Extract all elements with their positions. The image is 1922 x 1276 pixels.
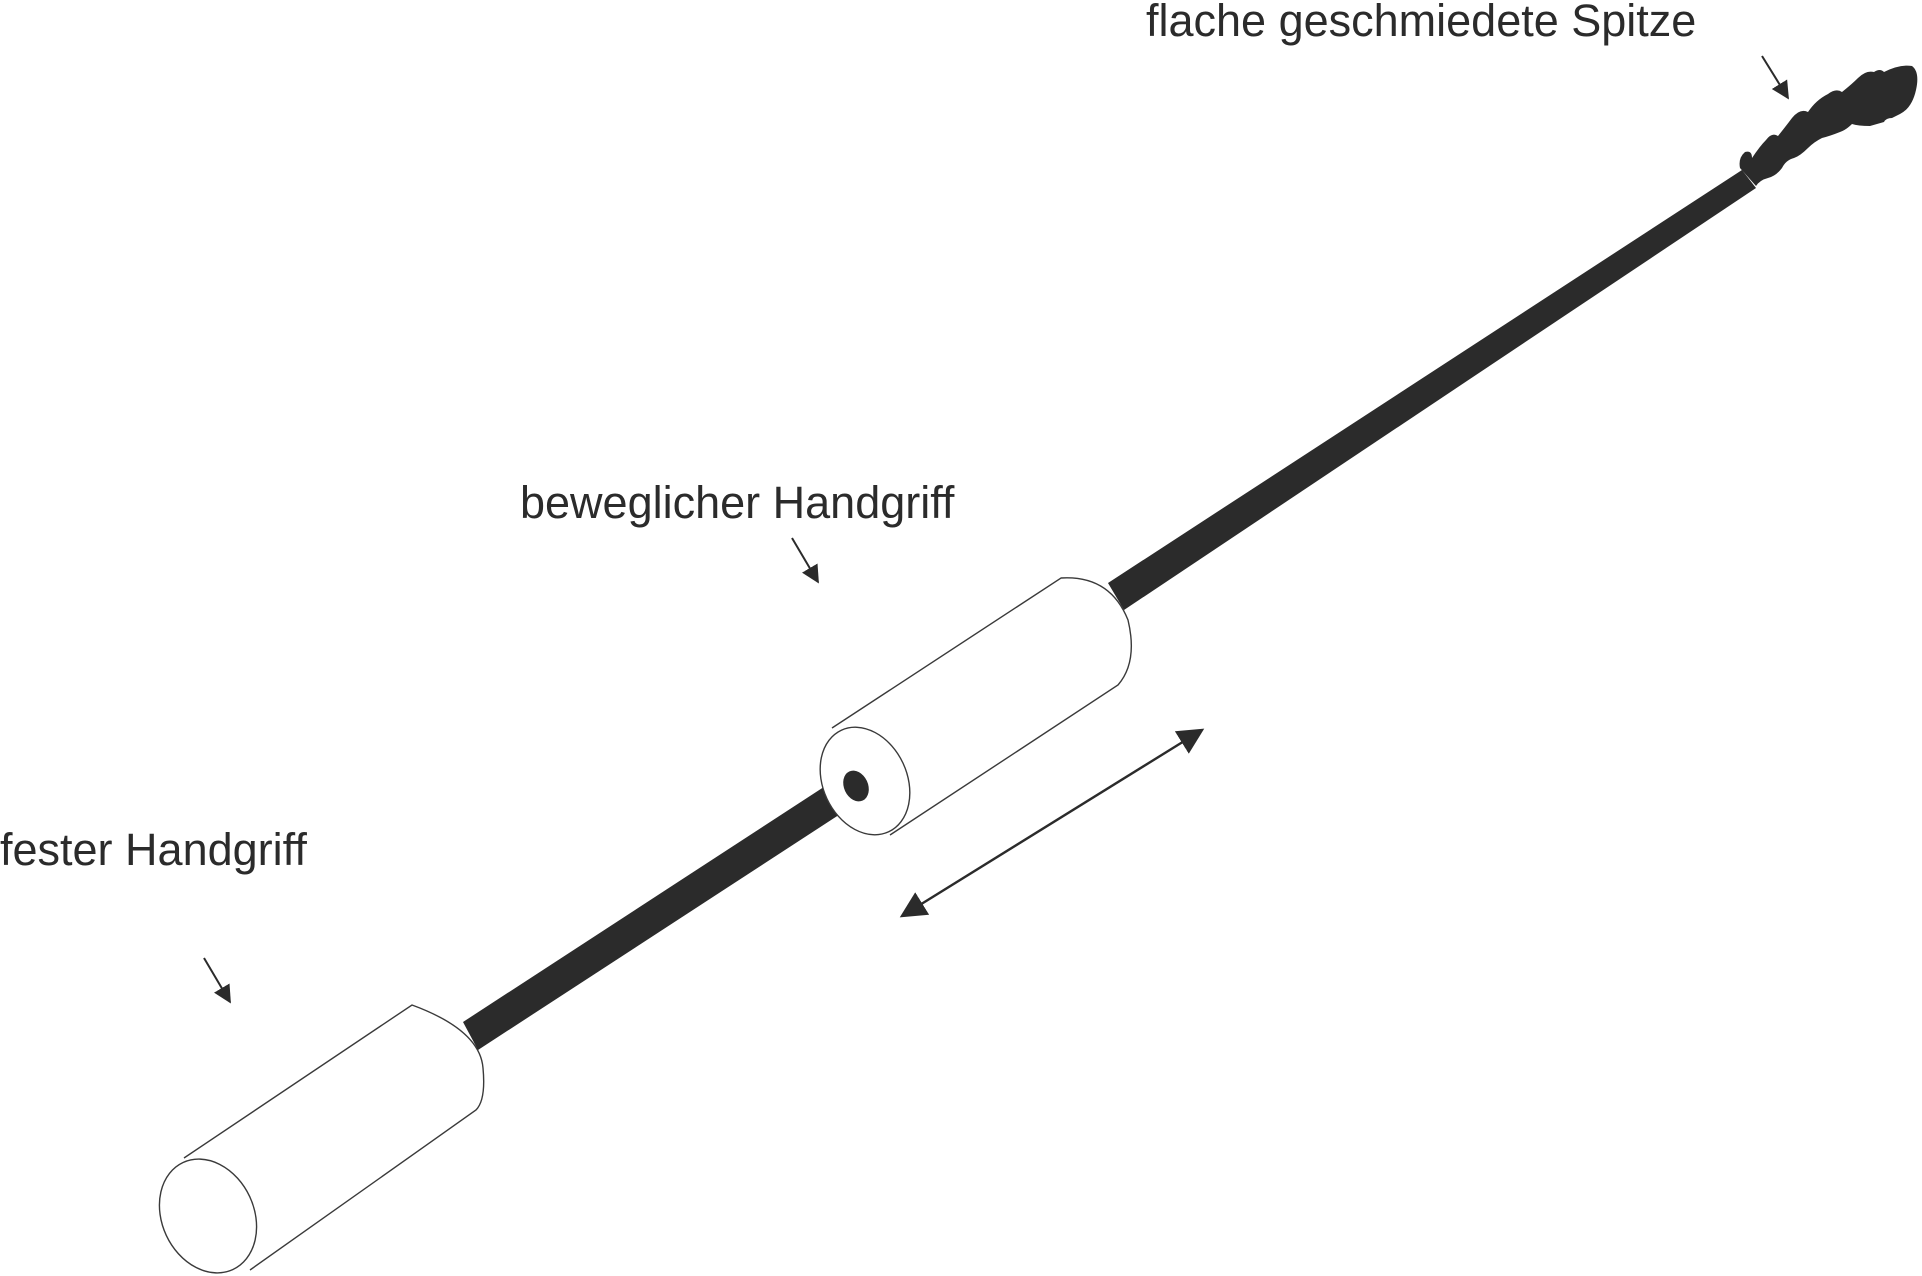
- movable-handle: [819, 577, 1133, 836]
- rod-upper: [1108, 170, 1756, 610]
- rod-lower: [463, 768, 871, 1050]
- fixed-handle-body: [183, 1004, 485, 1271]
- pointer-arrow-tip: [1761, 55, 1789, 100]
- movable-handle-bore: [843, 770, 869, 802]
- label-flat-forged-tip: flache geschmiedete Spitze: [1146, 0, 1697, 46]
- label-fixed-handle: fester Handgriff: [0, 824, 307, 875]
- label-movable-handle: beweglicher Handgriff: [520, 477, 955, 528]
- pointer-arrow-movable: [791, 537, 819, 584]
- forged-tip: [1739, 65, 1918, 186]
- pointer-arrow-fixed: [203, 957, 231, 1004]
- fixed-handle-end: [158, 1158, 258, 1274]
- travel-arrow: [899, 728, 1205, 918]
- fixed-handle: [158, 1004, 485, 1274]
